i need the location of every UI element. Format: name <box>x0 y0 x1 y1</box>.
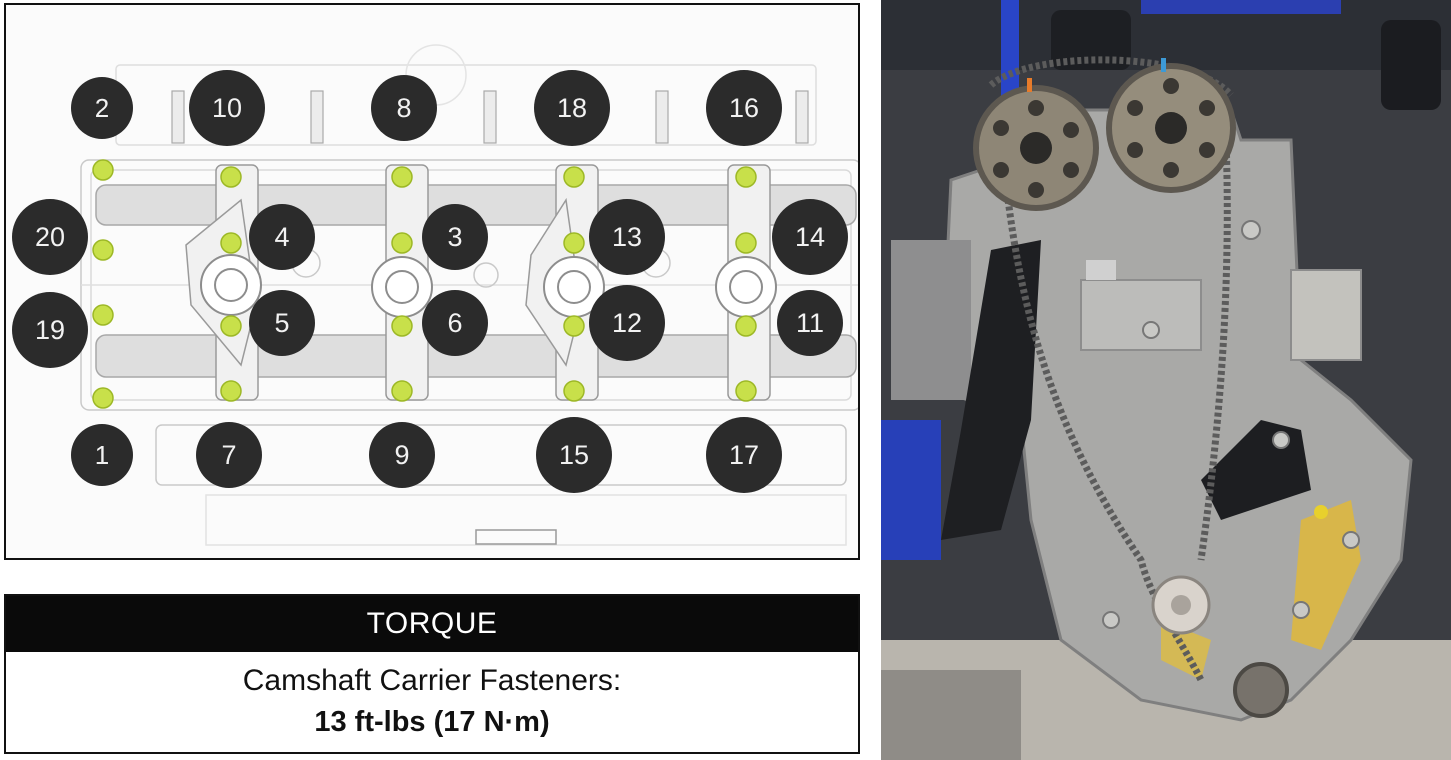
bolt-marker <box>92 159 114 181</box>
bolt-label-6: 6 <box>422 290 488 356</box>
bolt-label-10: 10 <box>189 70 265 146</box>
bolt-label-5: 5 <box>249 290 315 356</box>
bolt-marker <box>220 166 242 188</box>
bolt-label-15: 15 <box>536 417 612 493</box>
bolt-label-11: 11 <box>777 290 843 356</box>
torque-item: Camshaft Carrier Fasteners: <box>242 664 622 697</box>
bolt-marker <box>563 166 585 188</box>
engine-timing-photo <box>881 0 1451 760</box>
bolt-label-1: 1 <box>71 424 133 486</box>
bolt-marker <box>92 387 114 409</box>
bolt-marker <box>220 232 242 254</box>
bolt-marker <box>391 380 413 402</box>
torque-value: 13 ft-lbs (17 N·m) <box>314 706 550 738</box>
bolt-label-17: 17 <box>706 417 782 493</box>
bolt-marker <box>391 166 413 188</box>
bolt-label-18: 18 <box>534 70 610 146</box>
torque-header: TORQUE <box>6 596 858 652</box>
engine-photo-illustration <box>881 0 1451 760</box>
bolt-label-19: 19 <box>12 292 88 368</box>
bolt-label-7: 7 <box>196 422 262 488</box>
bolt-marker <box>220 380 242 402</box>
bolt-label-20: 20 <box>12 199 88 275</box>
bolt-marker <box>735 232 757 254</box>
bolt-label-8: 8 <box>371 75 437 141</box>
bolt-marker <box>563 232 585 254</box>
bolt-marker <box>220 315 242 337</box>
bolt-label-13: 13 <box>589 199 665 275</box>
bolt-marker <box>735 166 757 188</box>
bolt-marker <box>92 239 114 261</box>
bolt-marker <box>391 232 413 254</box>
bolt-label-9: 9 <box>369 422 435 488</box>
bolt-label-12: 12 <box>589 285 665 361</box>
bolt-marker <box>391 315 413 337</box>
torque-spec-box: TORQUE Camshaft Carrier Fasteners: 13 ft… <box>4 594 860 754</box>
bolt-marker <box>735 315 757 337</box>
bolt-label-2: 2 <box>71 77 133 139</box>
bolt-label-16: 16 <box>706 70 782 146</box>
bolt-label-14: 14 <box>772 199 848 275</box>
bolt-marker <box>563 380 585 402</box>
bolt-marker <box>92 304 114 326</box>
bolt-label-4: 4 <box>249 204 315 270</box>
bolt-marker <box>563 315 585 337</box>
bolt-label-3: 3 <box>422 204 488 270</box>
bolt-marker <box>735 380 757 402</box>
camshaft-carrier-diagram: 2 10 8 18 16 20 4 3 13 14 19 5 6 12 11 1… <box>4 3 860 560</box>
